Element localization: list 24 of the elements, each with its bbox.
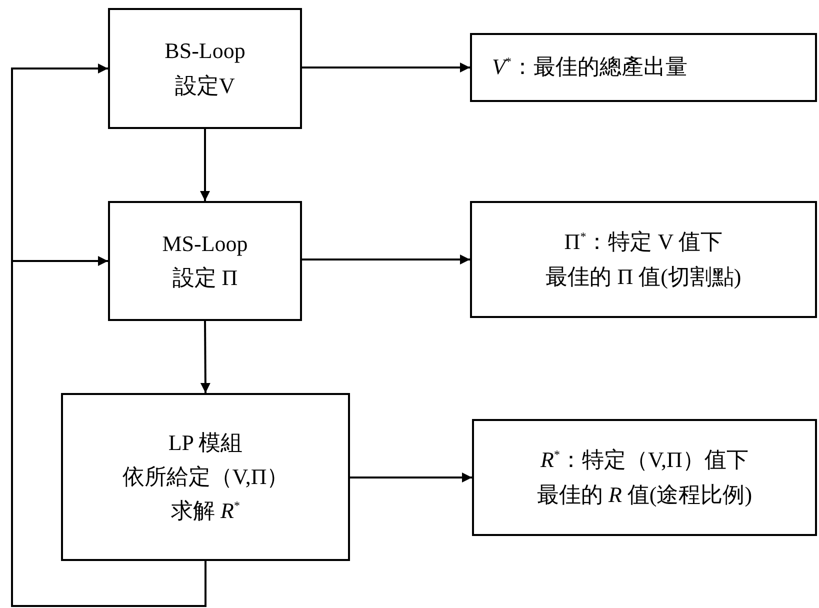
process-box: [108, 8, 302, 129]
box-text: R$^{*}$：特定（V,Π）值下: [540, 446, 748, 474]
box-text: 依所給定（V,Π）: [122, 462, 289, 491]
result-box: [470, 201, 817, 318]
process-box: [108, 201, 302, 321]
box-text: LP 模組: [168, 428, 243, 457]
arrow: [200, 321, 210, 393]
arrow: [350, 472, 472, 482]
box-text: 求解 R$^{*}$: [171, 497, 240, 526]
box-text: 最佳的 R 值(途程比例): [536, 480, 752, 509]
box-text: 設定 Π: [172, 264, 238, 292]
result-box: [472, 419, 817, 536]
process-box: [61, 393, 350, 561]
arrow: [200, 129, 210, 201]
box-text: Π$^{*}$：特定 V 值下: [564, 228, 723, 256]
box-text: MS-Loop: [162, 230, 248, 258]
arrow: [302, 62, 470, 72]
box-text: BS-Loop: [164, 37, 246, 66]
box-text: 最佳的 Π 值(切割點): [546, 262, 742, 291]
result-box: [470, 33, 817, 102]
arrow: [11, 256, 206, 607]
box-text: V$^{*}$：最佳的總產出量: [492, 53, 688, 82]
arrow: [302, 254, 470, 264]
box-text: 設定V: [175, 72, 235, 100]
